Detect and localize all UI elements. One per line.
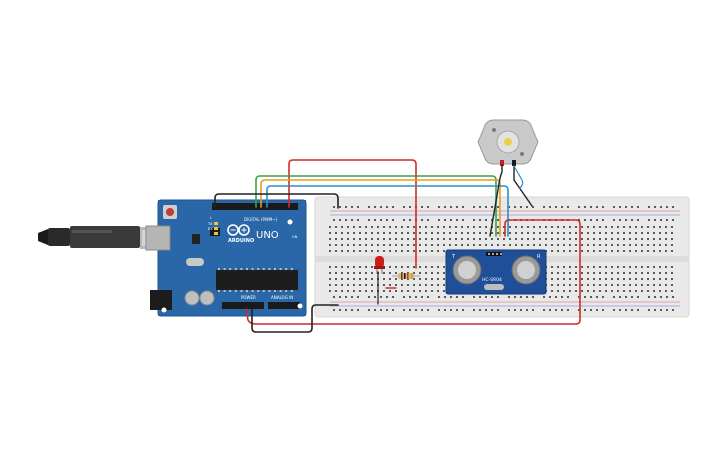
wire-blue-motor[interactable] xyxy=(266,185,509,237)
wire-black-motor[interactable] xyxy=(489,164,503,237)
arduino-uno-board[interactable]: TX RX L ON ARDUINO UNO DIGITAL (PWM~) PO… xyxy=(145,199,307,317)
uno-label: UNO xyxy=(256,230,279,241)
analog-in-label: ANALOG IN xyxy=(271,295,293,300)
tx-label: TX xyxy=(207,222,213,226)
atmega-chip xyxy=(216,270,298,290)
digital-pwm-label: DIGITAL (PWM~) xyxy=(244,217,278,222)
power-jack xyxy=(150,290,172,310)
sensor-r-label: R xyxy=(537,254,541,260)
arduino-logo-icon xyxy=(227,224,250,236)
dc-motor[interactable] xyxy=(477,119,539,166)
motor-shaft-icon xyxy=(504,138,512,146)
digital-header[interactable] xyxy=(212,203,298,210)
wire-green-trigger[interactable] xyxy=(255,175,497,237)
wire-black-gnd-top[interactable] xyxy=(214,193,339,209)
power-header[interactable] xyxy=(222,302,264,309)
sensor-model-label: HC-SR04 xyxy=(482,277,502,283)
wire-black-motor-gnd[interactable] xyxy=(513,164,533,207)
resistor[interactable] xyxy=(392,273,420,279)
l-label: L xyxy=(210,216,212,220)
power-label: POWER xyxy=(241,295,256,300)
wire-black-gnd-bottom[interactable] xyxy=(251,304,339,333)
on-label: ON xyxy=(292,235,298,239)
usb-cable xyxy=(38,226,164,249)
analog-header[interactable] xyxy=(268,302,300,309)
red-led[interactable] xyxy=(374,256,385,274)
reset-button[interactable] xyxy=(166,208,174,216)
ultrasonic-sensor[interactable]: T R HC-SR04 xyxy=(445,249,547,295)
wires[interactable] xyxy=(214,159,581,333)
arduino-logo-text: ARDUINO xyxy=(228,238,254,244)
wire-red-signal[interactable] xyxy=(288,159,417,269)
rx-label: RX xyxy=(208,227,213,231)
sensor-t-label: T xyxy=(451,254,456,260)
